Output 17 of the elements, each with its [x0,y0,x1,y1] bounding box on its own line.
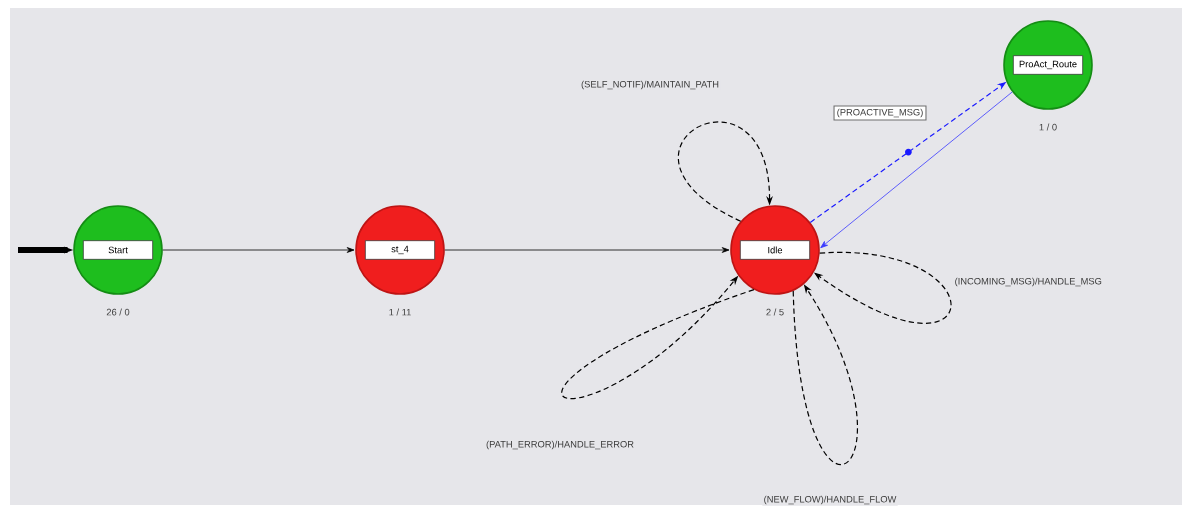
state-count: 1 / 0 [1039,123,1057,131]
edge-label: (SELF_NOTIF)/MAINTAIN_PATH [579,79,721,91]
edge-label: (INCOMING_MSG)/HANDLE_MSG [953,276,1104,288]
state-name: ProAct_Route [1012,55,1084,75]
self-loop-arrow [678,121,773,222]
state-count: 26 / 0 [106,308,130,316]
state-count: 1 / 11 [389,308,411,316]
state-name: Start [82,240,154,260]
state-name: st_4 [364,240,436,260]
transition-arrow [444,247,730,253]
edge-label: (PROACTIVE_MSG) [833,105,927,121]
state-name: Idle [739,240,811,260]
transition-arrow [162,247,355,253]
transition-arrow [820,91,1013,249]
edge-label: (NEW_FLOW)/HANDLE_FLOW [762,494,898,506]
state-count: 2 / 5 [766,308,784,316]
edge-label: (PATH_ERROR)/HANDLE_ERROR [484,439,636,451]
